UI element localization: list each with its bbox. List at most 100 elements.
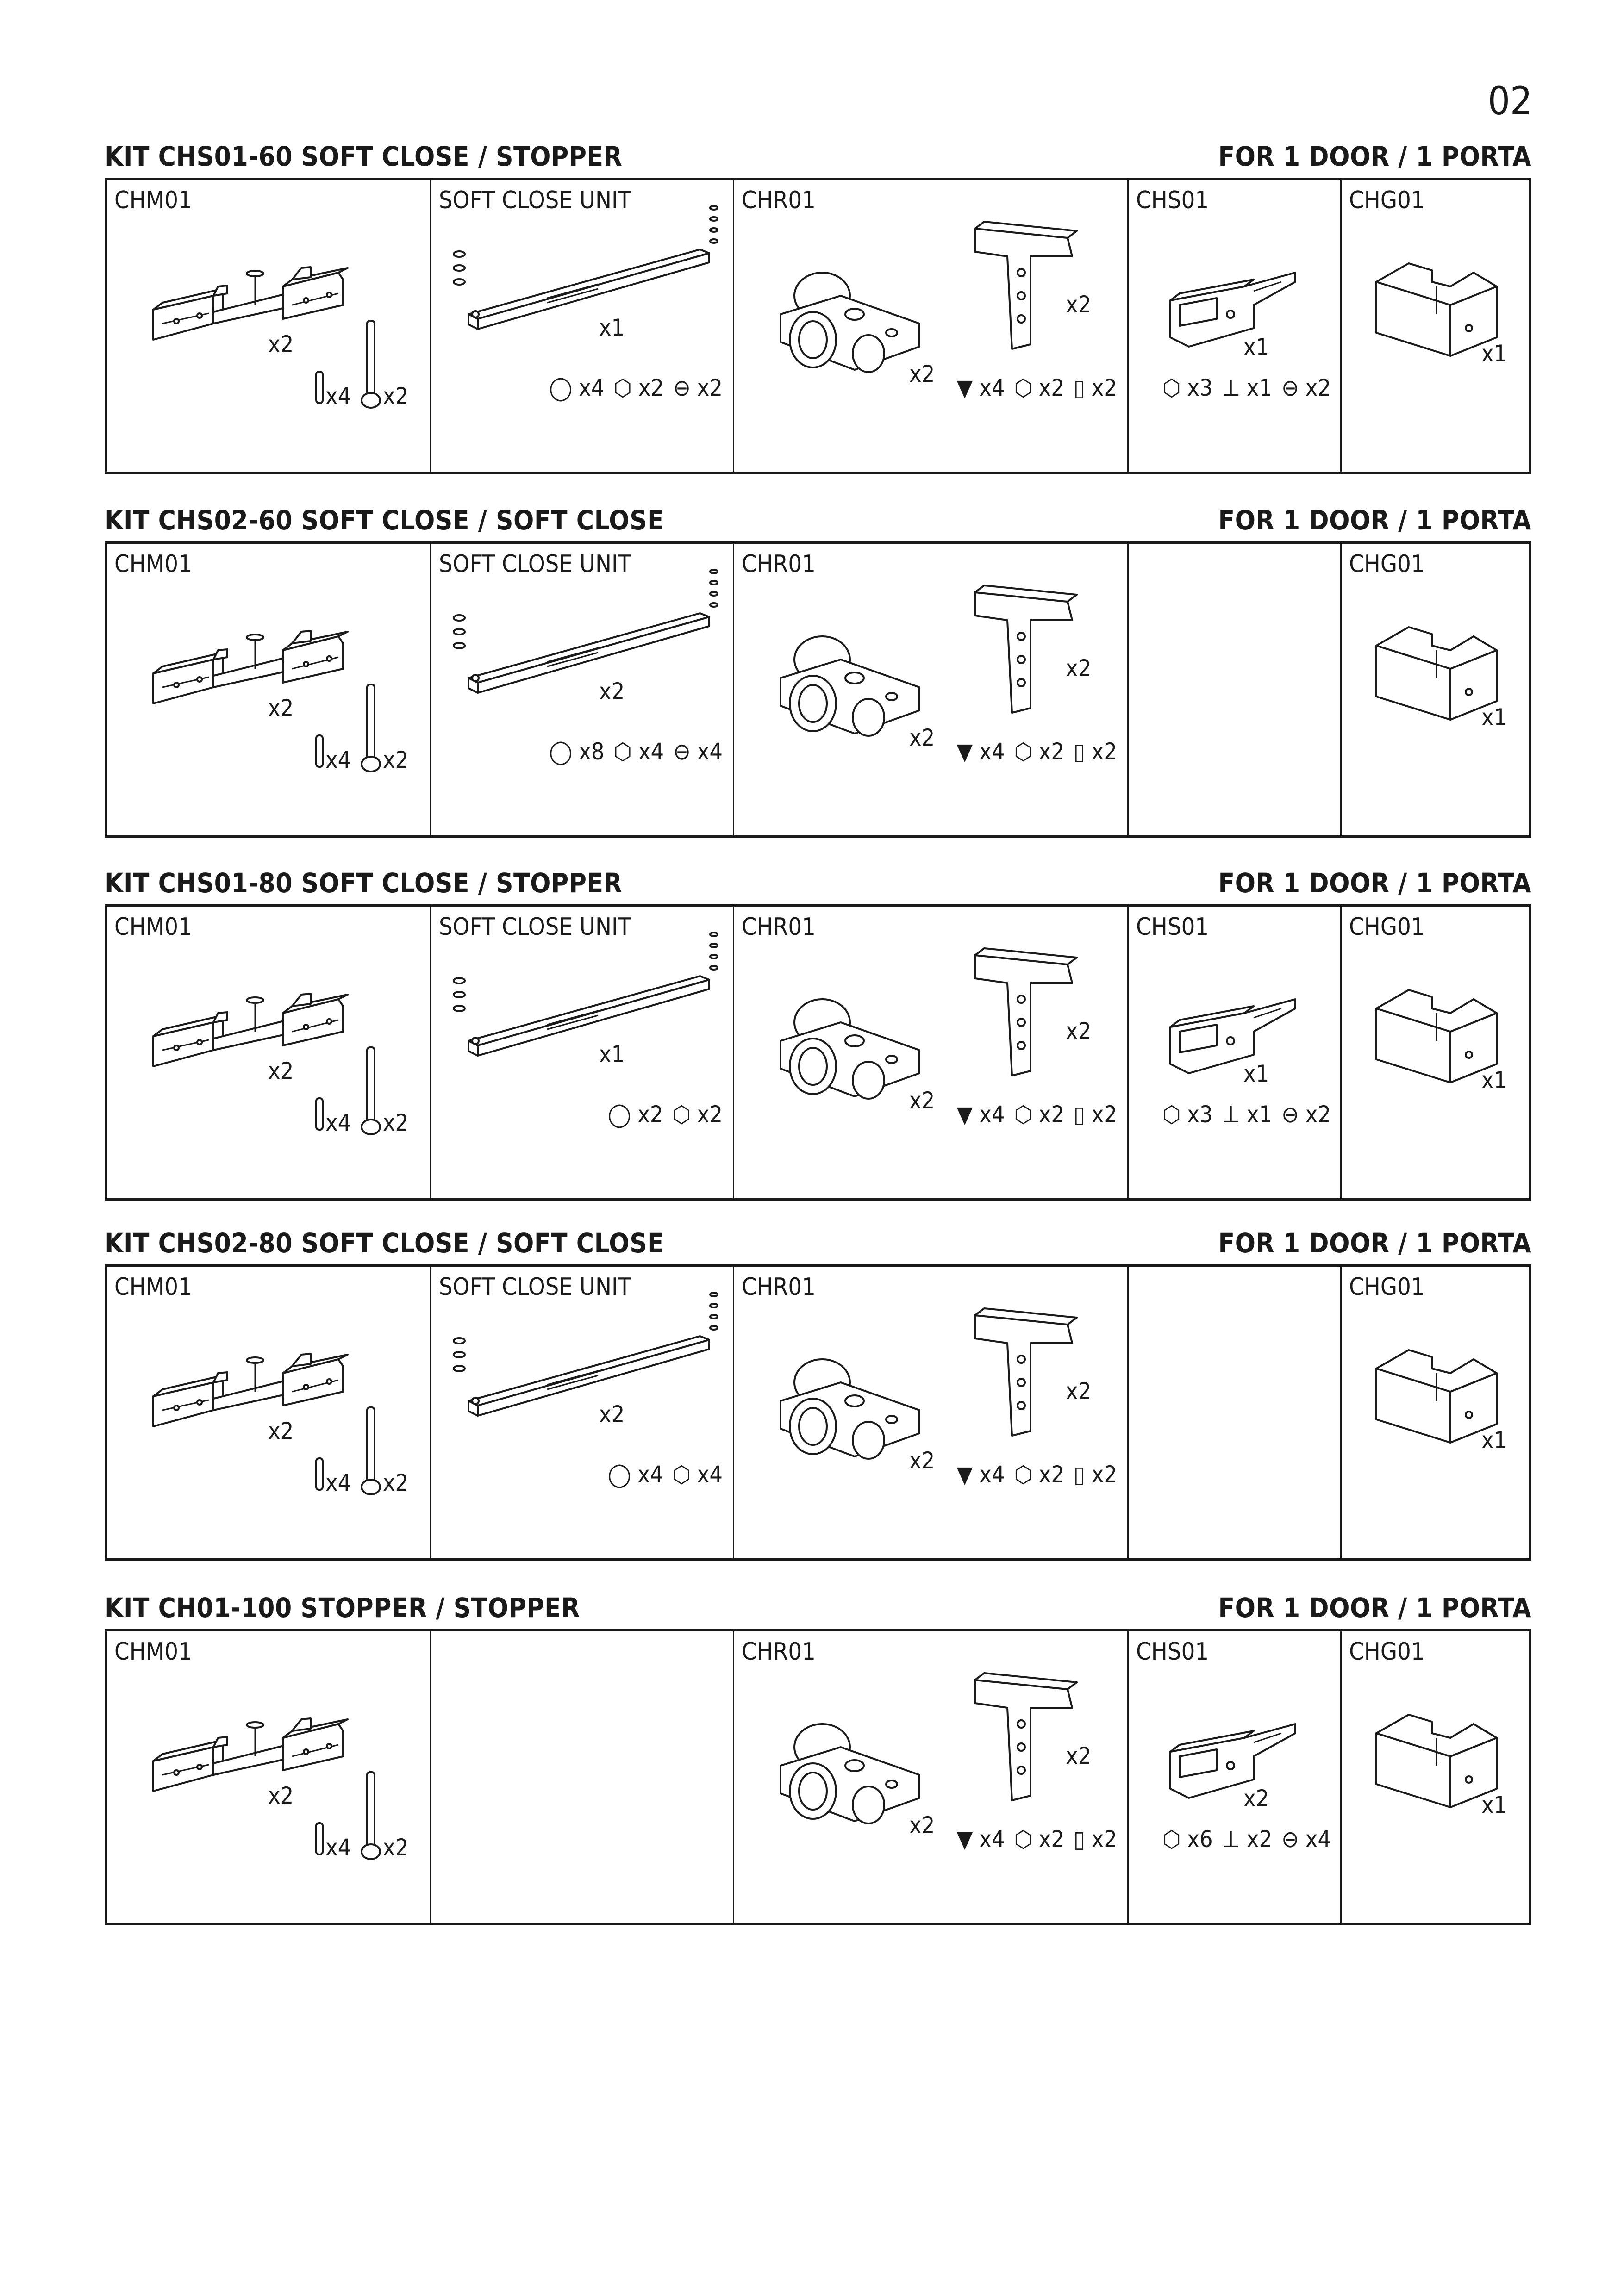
part-cell-chm01: CHM01 x2 — [107, 544, 430, 835]
hardware-qty-1: x3 — [1187, 374, 1213, 401]
roller-assembly-icon — [762, 985, 947, 1106]
nut-icon: ⬡ — [1014, 738, 1032, 765]
part-label: CHM01 — [114, 913, 192, 941]
bracket-quantity: x2 — [1066, 291, 1092, 318]
part-quantity: x1 — [599, 1041, 625, 1068]
hardware-row: ◯x4 ⬡x2 ⊖x2 — [549, 374, 725, 401]
sliding-carriage-icon — [144, 1336, 366, 1447]
screw-icon: ▼ — [956, 738, 973, 765]
pin-icon — [314, 370, 325, 407]
hardware-qty-3: x2 — [1305, 374, 1331, 401]
screw-icon: ⊖ — [673, 374, 691, 401]
hardware-qty-2: x2 — [697, 1101, 723, 1128]
part-cell-chr01: CHR01 x2 x2 — [733, 1267, 1127, 1558]
pin-icon: ⊥ — [1222, 374, 1240, 401]
kit-title: KIT CHS01-80 SOFT CLOSE / STOPPER — [105, 867, 623, 899]
part-cell-chr01: CHR01 x2 x2 — [733, 1631, 1127, 1923]
hardware-qty-2: x2 — [383, 383, 409, 410]
part-cell-chg01: CHG01 x1 — [1340, 1631, 1529, 1923]
part-label: CHR01 — [742, 1273, 816, 1301]
part-label: CHG01 — [1349, 1638, 1425, 1666]
hardware-row: ▼x4 ⬡x2 ▯x2 — [957, 738, 1120, 765]
sliding-carriage-icon — [144, 976, 366, 1087]
nut-icon: ⬡ — [1014, 1101, 1032, 1128]
page-number: 02 — [1487, 78, 1532, 124]
pin-icon — [314, 1821, 325, 1858]
soft-close-rail-icon — [441, 930, 718, 1059]
hardware-qty-1: x4 — [579, 374, 605, 401]
kit-scope: FOR 1 DOOR / 1 PORTA — [1218, 1227, 1531, 1259]
hardware-row: ▼x4 ⬡x2 ▯x2 — [957, 374, 1120, 401]
nut-icon: ⬡ — [1014, 374, 1032, 401]
nut-icon: ⬡ — [1014, 1826, 1032, 1853]
nut-icon: ⬡ — [613, 374, 632, 401]
hardware-qty-3: x2 — [1305, 1101, 1331, 1128]
part-quantity: x2 — [599, 678, 625, 705]
part-label: CHG01 — [1349, 187, 1425, 214]
kit-parts-table: CHM01 x2 — [105, 904, 1531, 1201]
screw-icon: ▼ — [956, 1826, 973, 1853]
part-quantity: x1 — [1481, 1427, 1507, 1454]
hardware-qty-3: x2 — [1091, 1826, 1117, 1853]
kit-title: KIT CHS01-60 SOFT CLOSE / STOPPER — [105, 141, 623, 172]
screw-icon — [361, 319, 381, 411]
hardware-row: ⬡x6 ⊥x2 ⊖x4 — [1162, 1826, 1334, 1853]
part-label: CHM01 — [114, 1273, 192, 1301]
pin-icon — [314, 1456, 325, 1493]
hardware-row: ◯x4 ⬡x4 — [608, 1461, 725, 1488]
hardware-qty-2: x2 — [1038, 374, 1064, 401]
washer-icon: ◯ — [549, 374, 573, 401]
nut-icon: ⬡ — [1162, 374, 1181, 401]
hardware-qty-1: x4 — [979, 374, 1005, 401]
screw-icon — [361, 1045, 381, 1138]
kit-header: KIT CHS01-60 SOFT CLOSE / STOPPER FOR 1 … — [105, 139, 1531, 172]
part-cell-empty — [1127, 1267, 1340, 1558]
washer-icon: ◯ — [607, 1461, 631, 1488]
bracket-quantity: x2 — [1066, 655, 1092, 682]
screw-icon — [361, 1770, 381, 1863]
part-quantity: x1 — [1243, 1060, 1269, 1087]
part-cell-empty — [1127, 544, 1340, 835]
bracket-quantity: x2 — [1066, 1378, 1092, 1405]
part-label: CHR01 — [742, 1638, 816, 1666]
hardware-qty-1: x4 — [325, 1834, 351, 1861]
floor-guide-icon — [1367, 1341, 1506, 1447]
part-quantity: x1 — [1481, 1067, 1507, 1094]
t-bracket-icon — [966, 946, 1086, 1080]
kit-parts-table: CHM01 x2 — [105, 541, 1531, 838]
pin-icon: ⊥ — [1222, 1101, 1240, 1128]
part-label: CHG01 — [1349, 550, 1425, 578]
washer-icon: ◯ — [549, 738, 573, 765]
part-label: CHG01 — [1349, 1273, 1425, 1301]
part-label: CHR01 — [742, 187, 816, 214]
hardware-qty-3: x4 — [1305, 1826, 1331, 1853]
soft-close-rail-icon — [441, 567, 718, 697]
hardware-qty-2: x2 — [1038, 738, 1064, 765]
part-cell-chg01: CHG01 x1 — [1340, 180, 1529, 472]
part-cell-soft-close-unit: SOFT CLOSE UNIT x1 — [430, 180, 733, 472]
hardware-qty-1: x8 — [579, 738, 605, 765]
washer-icon: ◯ — [607, 1101, 631, 1128]
part-quantity: x2 — [268, 695, 294, 722]
part-cell-chm01: CHM01 x2 — [107, 1267, 430, 1558]
hardware-qty-1: x4 — [979, 738, 1005, 765]
part-label: CHM01 — [114, 187, 192, 214]
soft-close-rail-icon — [441, 1290, 718, 1419]
screw-icon: ⊖ — [1281, 374, 1299, 401]
stopper-clip-icon — [1161, 1715, 1300, 1803]
hardware-row: ▼x4 ⬡x2 ▯x2 — [957, 1461, 1120, 1488]
part-quantity: x2 — [909, 361, 935, 387]
part-label: SOFT CLOSE UNIT — [439, 1273, 631, 1301]
stopper-clip-icon — [1161, 990, 1300, 1078]
part-cell-chs01: CHS01 x1 ⬡x3 ⊥x1 ⊖x2 — [1127, 180, 1340, 472]
hardware-qty-1: x4 — [979, 1461, 1005, 1488]
part-cell-chg01: CHG01 x1 — [1340, 907, 1529, 1198]
part-label: SOFT CLOSE UNIT — [439, 913, 631, 941]
part-quantity: x1 — [599, 314, 625, 341]
hardware-qty-2: x2 — [383, 1834, 409, 1861]
part-quantity: x2 — [1243, 1785, 1269, 1812]
hardware-row: ▼x4 ⬡x2 ▯x2 — [957, 1101, 1120, 1128]
part-cell-soft-close-unit: SOFT CLOSE UNIT x2 — [430, 1267, 733, 1558]
pin-icon — [314, 734, 325, 771]
kit-scope: FOR 1 DOOR / 1 PORTA — [1218, 867, 1531, 899]
